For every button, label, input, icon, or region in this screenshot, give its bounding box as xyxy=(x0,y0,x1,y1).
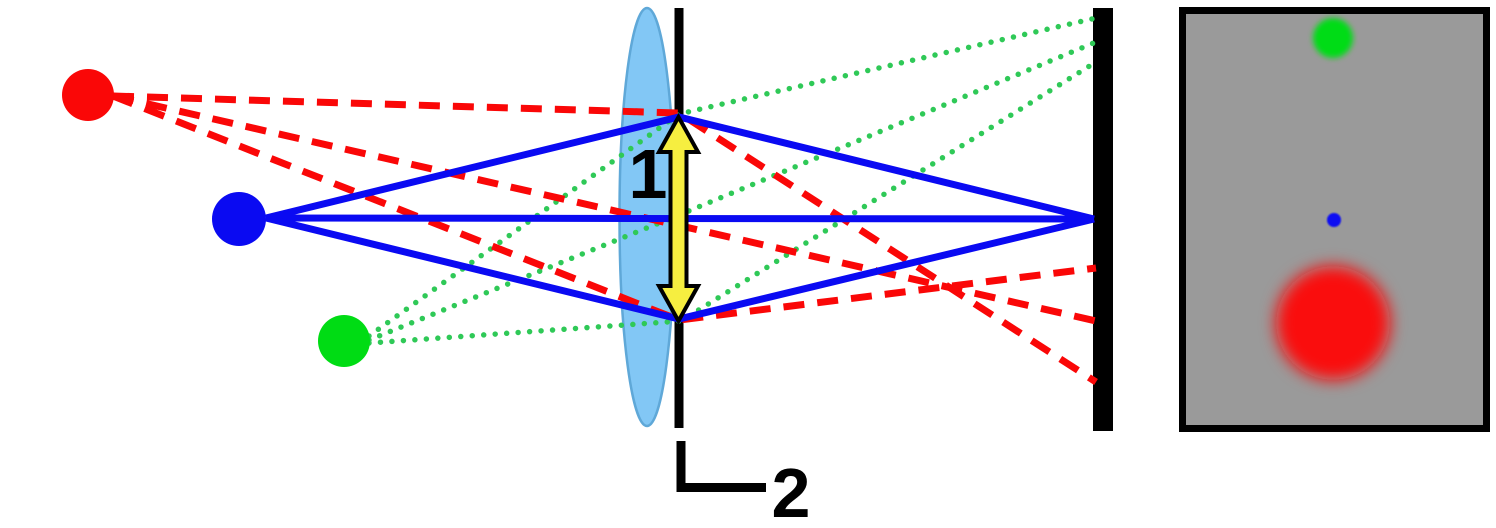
green-image-blur-spot xyxy=(1313,18,1353,58)
green-ray-top xyxy=(366,15,1099,339)
aperture-plane-label: 2 xyxy=(772,454,811,528)
red-point-source xyxy=(62,69,114,121)
red-ray-bundle xyxy=(111,92,1098,385)
aperture-diameter-arrow xyxy=(655,112,702,326)
blue-image-sharp-point xyxy=(1327,213,1341,227)
aperture-plane-callout-line xyxy=(676,441,766,492)
red-ray-bottom xyxy=(111,92,1097,324)
red-ray-top xyxy=(112,92,1098,385)
green-point-source xyxy=(318,315,370,367)
red-image-blur-spot xyxy=(1276,266,1390,380)
aperture-diameter-label: 1 xyxy=(629,135,668,213)
image-sensor-bar xyxy=(1093,8,1113,431)
green-ray-bottom xyxy=(366,59,1099,346)
sensor-image-panel xyxy=(1179,7,1490,432)
blue-point-source xyxy=(212,192,266,246)
